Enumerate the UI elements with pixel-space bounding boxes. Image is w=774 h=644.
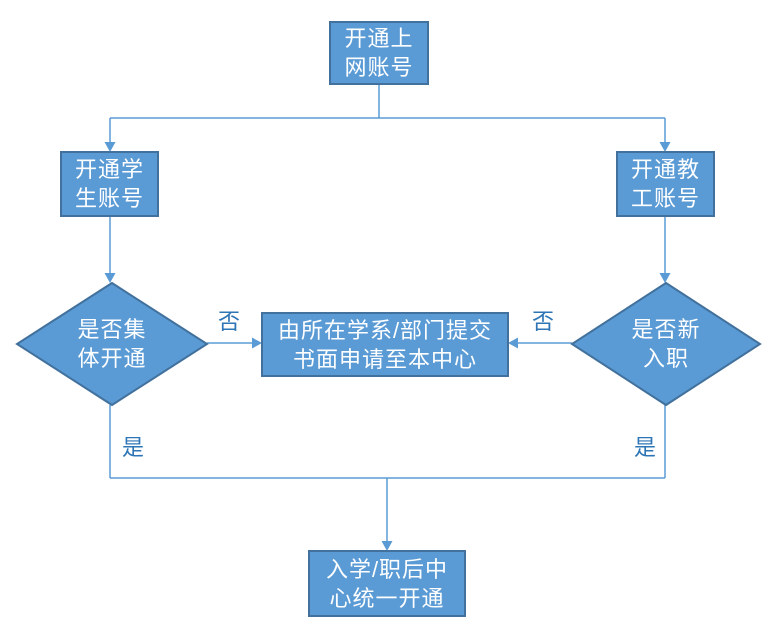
process-box-written-request [261,312,509,377]
process-box-auto-open [308,550,466,617]
arrowhead-staff-to-decision [659,273,671,283]
process-box-root [329,21,429,85]
arrowhead-batch-no [252,337,262,349]
decision-diamond-new-hire [570,281,762,407]
process-box-student [60,151,159,217]
process-box-staff [616,151,715,217]
arrowhead-to-staff [659,142,671,152]
arrowhead-to-student [104,142,116,152]
connector-group [104,84,671,551]
decision-diamond-batch [15,281,209,407]
arrowhead-to-auto-open [381,541,393,551]
arrowhead-student-to-decision [104,273,116,283]
arrowhead-new-hire-no [508,337,518,349]
